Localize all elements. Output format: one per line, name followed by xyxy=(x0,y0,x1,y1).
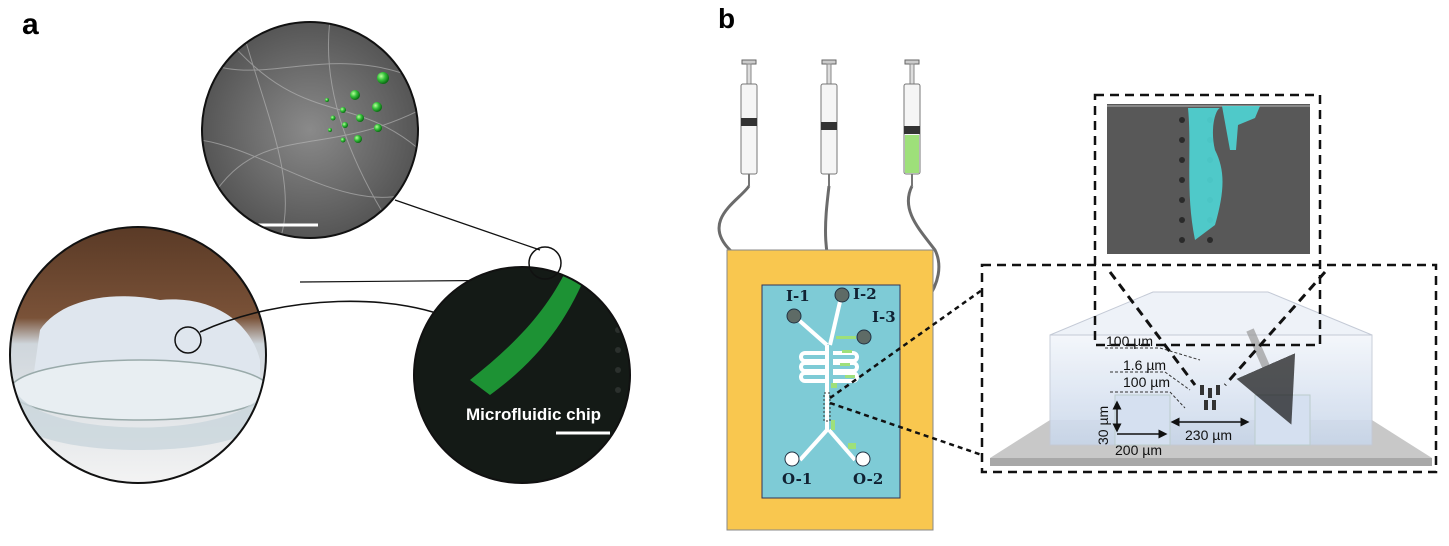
channel-3d-inset xyxy=(980,263,1438,474)
zoom-line xyxy=(394,199,541,251)
magnify-marker xyxy=(174,326,202,354)
dim-label-30um: 30 µm xyxy=(1095,406,1111,445)
filter-region xyxy=(823,392,831,422)
panel-label-a: a xyxy=(22,8,39,41)
port-label-o1: O-1 xyxy=(782,470,812,488)
port-label-i2: I-2 xyxy=(853,285,877,303)
dim-label-230um: 230 µm xyxy=(1185,427,1232,443)
panel-label-b: b xyxy=(718,3,735,34)
zoom-lines xyxy=(829,288,983,457)
outlet-2 xyxy=(855,451,871,467)
microscopy-inset-frame xyxy=(1093,93,1322,347)
channel-3d-model xyxy=(990,291,1432,466)
syringe-3 xyxy=(903,59,921,186)
dim-label-200um: 200 µm xyxy=(1115,442,1162,458)
inlet-2 xyxy=(834,287,850,303)
chip-fluorescence-image xyxy=(414,267,630,483)
port-label-i3: I-3 xyxy=(872,308,896,326)
zoom-lines xyxy=(1108,271,1327,386)
syringe-2 xyxy=(820,59,838,186)
port-label-i1: I-1 xyxy=(786,287,810,305)
inlet-1 xyxy=(786,308,802,324)
dim-label-100um: 100 µm xyxy=(1123,374,1170,390)
chip-body xyxy=(761,284,901,499)
inlet-3 xyxy=(856,329,872,345)
chip-caption: Microfluidic chip xyxy=(466,405,601,424)
outlet-1 xyxy=(784,451,800,467)
syringe-1 xyxy=(740,59,758,186)
sem-fiber-image xyxy=(202,22,418,238)
dim-label-100um-top: 100 µm xyxy=(1106,333,1153,349)
dim-label-1-6um: 1.6 µm xyxy=(1123,357,1166,373)
hydrogel-photo xyxy=(10,227,266,483)
microscopy-image xyxy=(1107,104,1310,254)
magnify-marker xyxy=(528,246,562,280)
green-particles xyxy=(831,336,856,449)
port-label-o2: O-2 xyxy=(853,470,883,488)
